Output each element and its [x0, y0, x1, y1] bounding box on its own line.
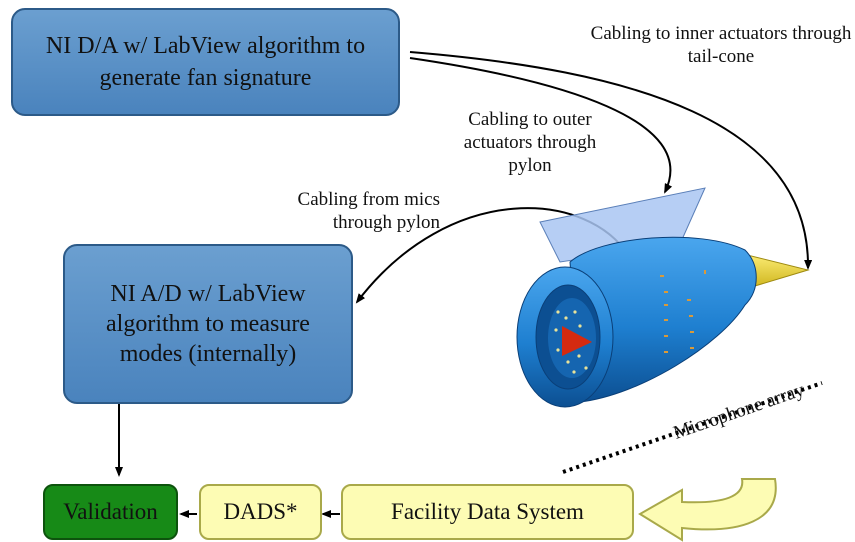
mic-array-hollow-arrow [638, 478, 777, 542]
da-block: NI D/A w/ LabView algorithm to generate … [11, 8, 400, 116]
ad-block: NI A/D w/ LabView algorithm to measure m… [63, 244, 353, 404]
label-inner-actuators: Cabling to inner actuators through tail-… [590, 23, 852, 67]
label-outer-actuators: Cabling to outer actuators through pylon [463, 109, 597, 176]
arrow-inner-actuators [409, 51, 813, 270]
dads-block: DADS* [199, 484, 322, 540]
da-block-label: NI D/A w/ LabView algorithm to generate … [45, 33, 366, 91]
validation-block-label: Validation [63, 499, 158, 524]
dads-block-label: DADS* [223, 499, 298, 524]
ad-block-label: NI A/D w/ LabView algorithm to measure m… [106, 281, 310, 367]
facility-data-system-block-label: Facility Data System [391, 499, 584, 524]
label-from-mics: Cabling from mics through pylon [297, 189, 440, 233]
facility-data-system-block: Facility Data System [341, 484, 634, 540]
engine-model [516, 236, 810, 408]
validation-block: Validation [43, 484, 178, 540]
arrow-outer-actuators [409, 57, 673, 194]
